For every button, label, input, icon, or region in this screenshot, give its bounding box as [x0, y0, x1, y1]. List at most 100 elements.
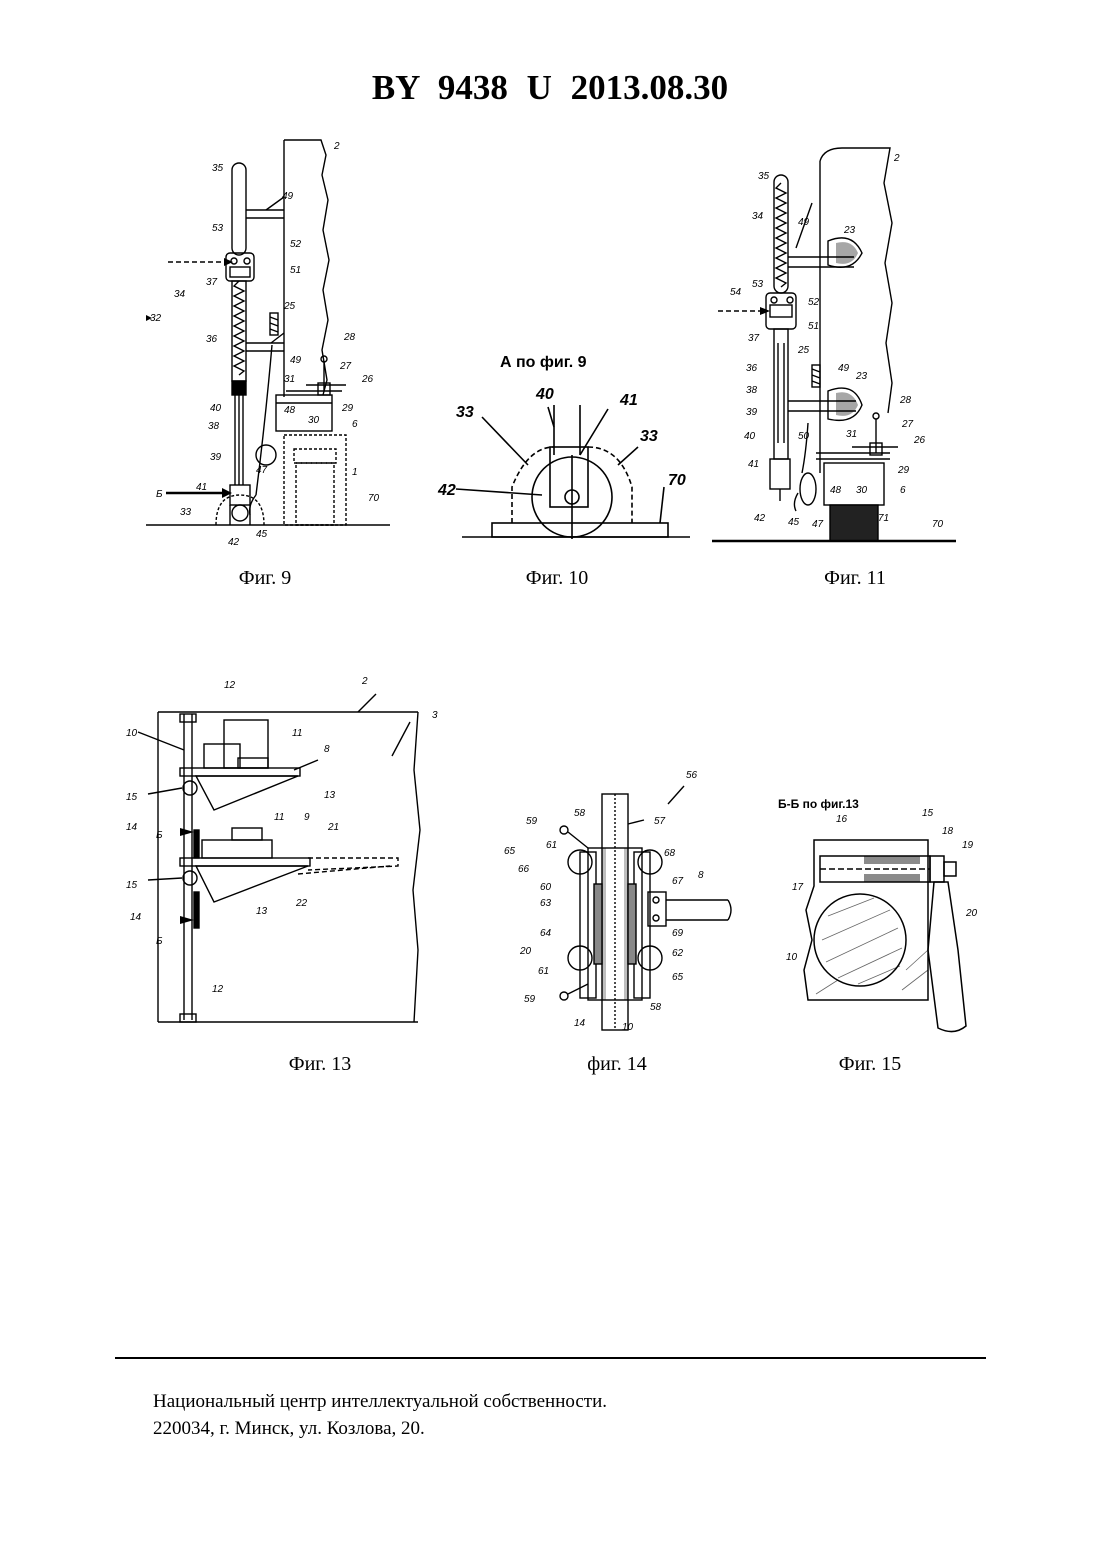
figure-9: 2 35 49 53 52 51 37 34 32 25 36 49 28 27… — [146, 135, 390, 555]
figure-11-drawing: 35 2 34 49 23 54 53 52 37 51 36 25 49 23… — [712, 143, 956, 549]
label-15: 15 — [922, 808, 934, 819]
label-34: 34 — [752, 211, 764, 222]
label-20: 20 — [965, 908, 978, 919]
label-11b: 11 — [274, 812, 284, 823]
label-28: 28 — [899, 395, 912, 406]
label-38: 38 — [746, 385, 758, 396]
label-45: 45 — [256, 529, 268, 540]
label-27: 27 — [901, 419, 914, 430]
figure-13: 12 2 3 10 11 8 15 13 14 Б 11 9 21 15 14 … — [118, 670, 446, 1034]
label-53: 53 — [212, 223, 224, 234]
label-57: 57 — [654, 816, 666, 827]
label-31: 31 — [284, 374, 295, 385]
label-51: 51 — [808, 321, 819, 332]
label-28: 28 — [343, 332, 356, 343]
label-25: 25 — [283, 301, 296, 312]
label-17: 17 — [792, 882, 804, 893]
label-2: 2 — [361, 676, 368, 687]
label-41: 41 — [196, 482, 207, 493]
label-41: 41 — [748, 459, 759, 470]
label-62: 62 — [672, 948, 684, 959]
label-20: 20 — [519, 946, 532, 957]
label-2: 2 — [893, 153, 900, 164]
footer-organization: Национальный центр интеллектуальной собс… — [153, 1388, 607, 1415]
label-40: 40 — [744, 431, 756, 442]
label-42: 42 — [228, 537, 240, 548]
label-Bb: Б — [156, 936, 163, 947]
caption-fig-14: фиг. 14 — [552, 1053, 682, 1076]
label-42: 42 — [437, 482, 456, 499]
label-32: 32 — [150, 313, 162, 324]
label-58a: 58 — [574, 808, 586, 819]
label-49b: 49 — [290, 355, 302, 366]
label-14: 14 — [574, 1018, 586, 1029]
label-54: 54 — [730, 287, 742, 298]
figure-9-drawing: 2 35 49 53 52 51 37 34 32 25 36 49 28 27… — [146, 135, 390, 555]
label-29: 29 — [341, 403, 354, 414]
label-26: 26 — [913, 435, 926, 446]
label-25: 25 — [797, 345, 810, 356]
label-B: Б — [156, 489, 163, 500]
label-6: 6 — [352, 419, 358, 430]
label-70: 70 — [368, 493, 380, 504]
figure-11: 35 2 34 49 23 54 53 52 37 51 36 25 49 23… — [712, 143, 956, 549]
label-30: 30 — [308, 415, 320, 426]
label-59b: 59 — [524, 994, 536, 1005]
figure-13-drawing: 12 2 3 10 11 8 15 13 14 Б 11 9 21 15 14 … — [118, 670, 446, 1034]
label-70: 70 — [668, 472, 686, 489]
label-59a: 59 — [526, 816, 538, 827]
footer-divider — [115, 1357, 986, 1359]
label-41: 41 — [619, 392, 638, 409]
label-51: 51 — [290, 265, 301, 276]
caption-fig-9: Фиг. 9 — [200, 567, 330, 590]
label-66: 66 — [518, 864, 530, 875]
label-14a: 14 — [126, 822, 138, 833]
label-11a: 11 — [292, 728, 302, 739]
label-13a: 13 — [324, 790, 336, 801]
label-53: 53 — [752, 279, 764, 290]
label-47: 47 — [256, 465, 268, 476]
label-31: 31 — [846, 429, 857, 440]
label-18: 18 — [942, 826, 954, 837]
label-37: 37 — [748, 333, 760, 344]
label-33b: 33 — [640, 428, 658, 445]
caption-fig-15: Фиг. 15 — [805, 1053, 935, 1076]
label-8: 8 — [698, 870, 704, 881]
label-39: 39 — [746, 407, 758, 418]
label-36: 36 — [206, 334, 218, 345]
label-8: 8 — [324, 744, 330, 755]
label-42: 42 — [754, 513, 766, 524]
label-39: 39 — [210, 452, 222, 463]
label-35: 35 — [758, 171, 770, 182]
label-3: 3 — [432, 710, 438, 721]
label-36: 36 — [746, 363, 758, 374]
label-30: 30 — [856, 485, 868, 496]
label-15b: 15 — [126, 880, 138, 891]
label-10: 10 — [622, 1022, 634, 1033]
label-12b: 12 — [212, 984, 224, 995]
label-37: 37 — [206, 277, 218, 288]
label-65b: 65 — [672, 972, 684, 983]
label-60: 60 — [540, 882, 552, 893]
label-19: 19 — [962, 840, 974, 851]
figure-10: А по фиг. 9 40 41 33 33 70 42 — [432, 347, 692, 547]
label-10: 10 — [786, 952, 798, 963]
label-49b: 49 — [838, 363, 850, 374]
label-56: 56 — [686, 770, 698, 781]
label-29: 29 — [897, 465, 910, 476]
label-9: 9 — [304, 812, 310, 823]
label-13b: 13 — [256, 906, 268, 917]
label-40: 40 — [210, 403, 222, 414]
label-71: 71 — [878, 513, 889, 524]
label-50: 50 — [798, 431, 810, 442]
document-header: BY 9438 U 2013.08.30 — [0, 68, 1100, 108]
label-63: 63 — [540, 898, 552, 909]
label-61a: 61 — [546, 840, 557, 851]
label-69: 69 — [672, 928, 684, 939]
label-68: 68 — [664, 848, 676, 859]
caption-fig-11: Фиг. 11 — [790, 567, 920, 590]
label-64: 64 — [540, 928, 552, 939]
label-14b: 14 — [130, 912, 142, 923]
fig-15-title: Б-Б по фиг.13 — [778, 797, 859, 811]
label-52: 52 — [290, 239, 302, 250]
